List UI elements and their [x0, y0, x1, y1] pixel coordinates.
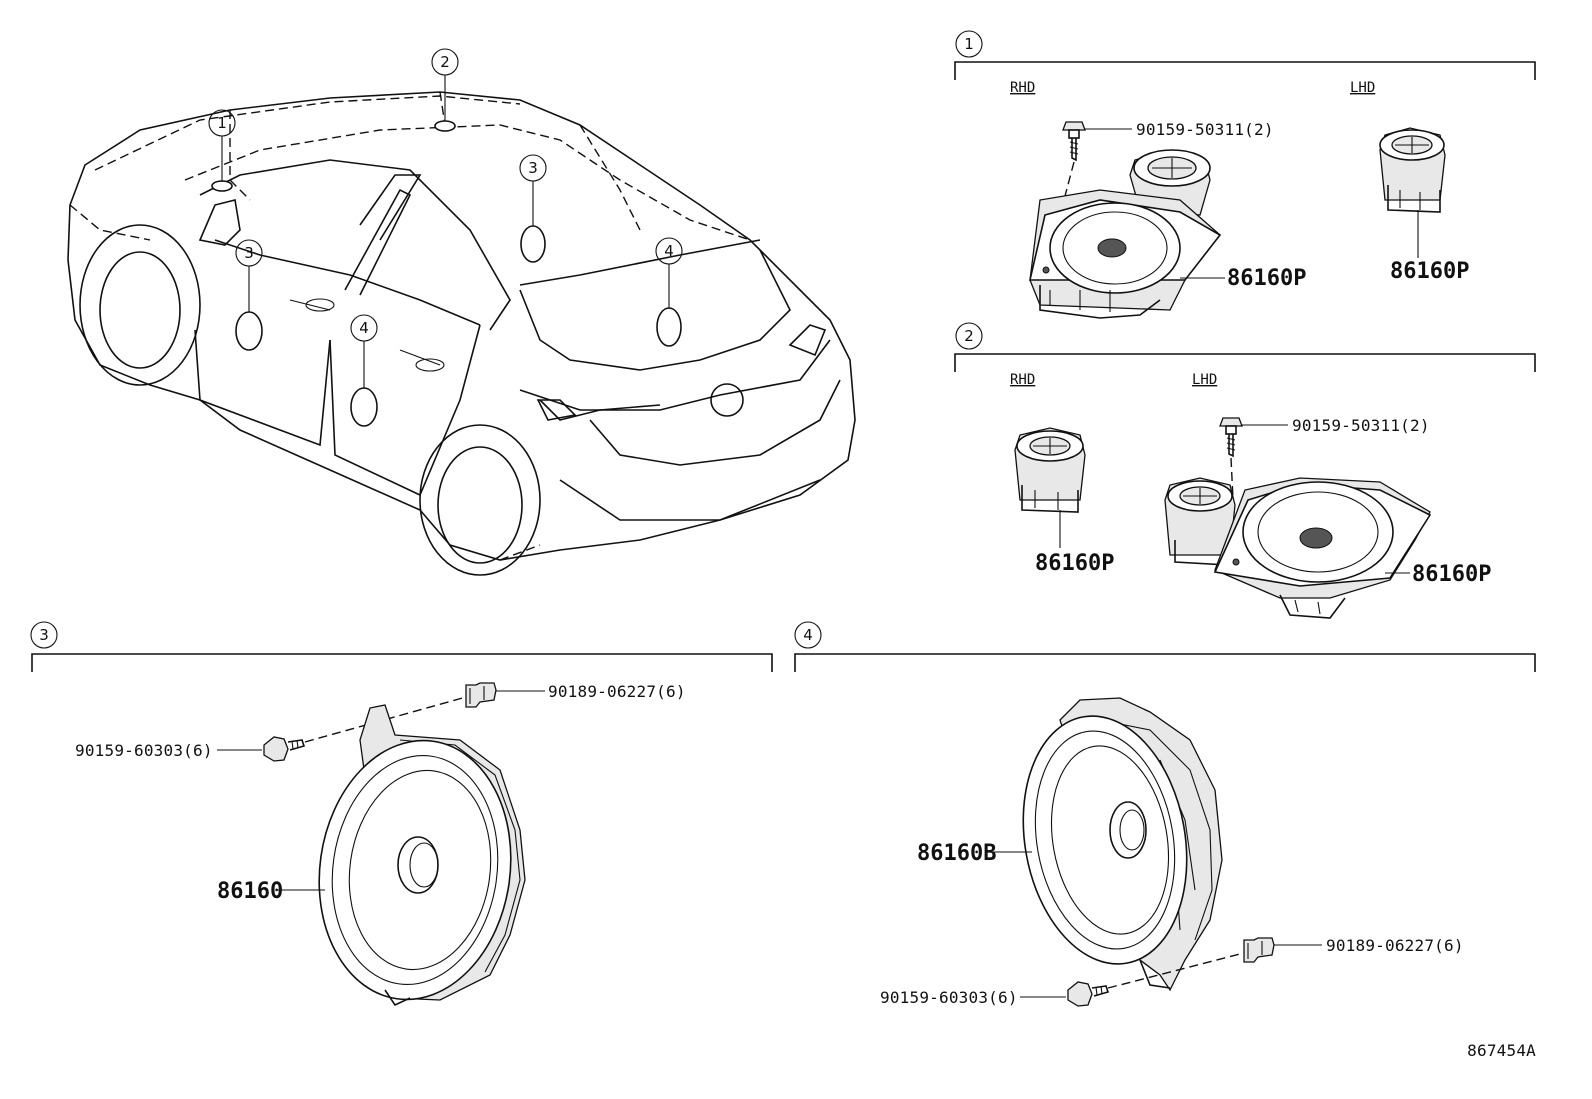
svg-text:2: 2	[964, 327, 974, 345]
section-2-rhd-label: RHD	[1010, 372, 1035, 388]
section-2-screw-part-number: 90159-50311(2)	[1292, 416, 1430, 435]
section-3-bracket	[31, 653, 773, 672]
section-4-part-number: 86160B	[917, 841, 996, 866]
section-1-lhd-label: LHD	[1350, 80, 1375, 96]
callout-2: 2	[431, 48, 459, 76]
section-2-speaker-lhd	[1164, 477, 1432, 619]
svg-text:1: 1	[217, 114, 227, 132]
section-3-screw-part-number: 90159-60303(6)	[75, 741, 213, 760]
section-2-lhd-label: LHD	[1192, 372, 1217, 388]
callout-1: 1	[208, 109, 236, 137]
section-1-bracket	[954, 61, 1536, 80]
section-4-clip	[1243, 937, 1275, 963]
section-4-bracket	[794, 653, 1536, 672]
section-3-screw	[263, 736, 306, 762]
section-3-clip	[465, 682, 497, 708]
svg-text:1: 1	[964, 35, 974, 53]
svg-text:2: 2	[440, 53, 450, 71]
section-1-number: 1	[955, 30, 983, 58]
callout-3-b: 3	[235, 239, 263, 267]
svg-text:3: 3	[528, 159, 538, 177]
svg-text:3: 3	[244, 244, 254, 262]
section-3-speaker	[318, 704, 526, 1007]
section-1: 1 RHD LHD 90159-50311(2)	[954, 30, 1536, 319]
section-1-screw-part-number: 90159-50311(2)	[1136, 120, 1274, 139]
section-1-rhd-part-number: 86160P	[1227, 266, 1306, 291]
section-2-lhd-part-number: 86160P	[1412, 562, 1491, 587]
section-2-rhd-part-number: 86160P	[1035, 551, 1114, 576]
section-3: 3 90189-06227(6) 90159-60303(6)	[30, 621, 773, 1007]
svg-text:3: 3	[39, 626, 49, 644]
svg-text:4: 4	[359, 319, 369, 337]
callout-4-b: 4	[655, 237, 683, 265]
section-4: 4 86160B 90189-06227(6)	[794, 621, 1536, 1007]
section-4-screw-part-number: 90159-60303(6)	[880, 988, 1018, 1007]
svg-text:4: 4	[664, 242, 674, 260]
section-1-speaker-rhd	[1028, 149, 1222, 319]
section-4-clip-part-number: 90189-06227(6)	[1326, 936, 1464, 955]
callout-3-a: 3	[519, 154, 547, 182]
section-3-number: 3	[30, 621, 58, 649]
figure-id: 867454A	[1467, 1041, 1536, 1060]
section-4-number: 4	[794, 621, 822, 649]
section-2-speaker-rhd	[1014, 427, 1086, 513]
section-1-rhd-label: RHD	[1010, 80, 1035, 96]
section-2: 2 RHD LHD 86160P 90159-50311(2)	[954, 322, 1536, 619]
callout-4-a: 4	[350, 314, 378, 342]
car-illustration	[67, 75, 856, 576]
section-4-speaker	[1022, 697, 1223, 992]
section-4-screw	[1067, 981, 1110, 1007]
section-2-number: 2	[955, 322, 983, 350]
svg-text:4: 4	[803, 626, 813, 644]
section-1-speaker-lhd	[1379, 127, 1446, 213]
section-3-clip-part-number: 90189-06227(6)	[548, 682, 686, 701]
section-2-screw	[1219, 417, 1243, 458]
section-1-lhd-part-number: 86160P	[1390, 259, 1469, 284]
section-3-part-number: 86160	[217, 879, 283, 904]
section-1-screw	[1062, 121, 1086, 162]
section-2-bracket	[954, 353, 1536, 372]
